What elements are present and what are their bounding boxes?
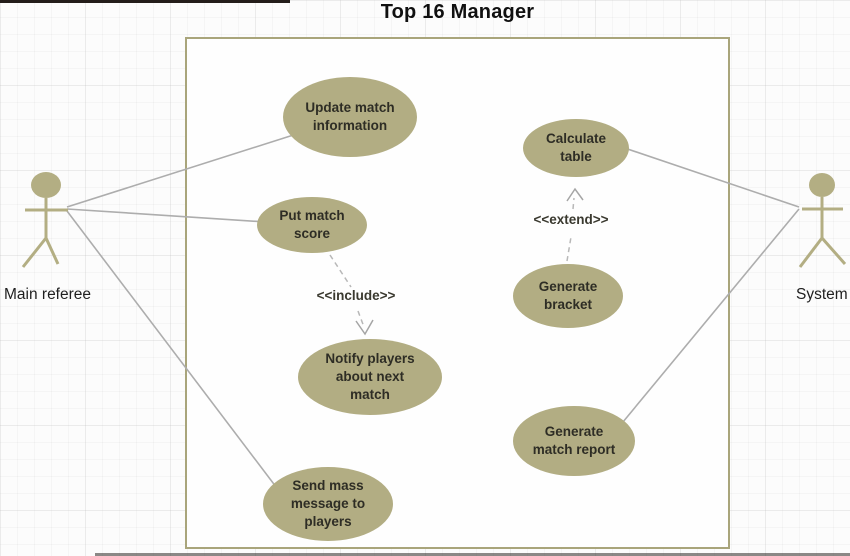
usecase-update-match-information[interactable]: Update match information [283,77,417,157]
diagram-title: Top 16 Manager [380,1,535,23]
association-main-referee-send-mass-message [66,210,293,509]
usecase-calculate-table[interactable]: Calculate table [523,119,629,177]
main-referee-actor-icon[interactable] [21,172,68,268]
usecase-put-match-score[interactable]: Put match score [257,197,367,253]
include-arrow [329,254,374,336]
usecase-generate-match-report[interactable]: Generate match report [513,406,635,476]
association-system-calculate-table [597,138,800,208]
usecase-send-mass-message-to-players[interactable]: Send mass message to players [263,467,393,541]
main-referee-label: Main referee [4,286,92,303]
system-actor-icon[interactable] [798,173,847,268]
include-stereotype-label: <<include>> [316,288,396,303]
usecase-label: Put match score [279,208,345,241]
usecase-label: Send mass message to players [290,478,366,529]
usecase-label: Update match information [305,100,395,133]
usecase-label: Notify players about next match [325,351,415,402]
system-label: System [796,286,848,303]
extend-arrow [566,187,584,262]
usecase-notify-players-about-next-match[interactable]: Notify players about next match [298,339,442,415]
usecase-label: Generate match report [532,424,616,457]
extend-arrowhead-icon [566,187,584,202]
usecase-generate-bracket[interactable]: Generate bracket [513,264,623,328]
association-system-generate-match-report [617,208,800,429]
top-edge-artifact [0,0,290,3]
usecase-label: Generate bracket [538,279,598,312]
extend-stereotype-label: <<extend>> [533,212,609,227]
include-arrowhead-icon [355,319,374,336]
bottom-edge-artifact [95,553,850,556]
usecase-label: Calculate table [545,131,607,164]
